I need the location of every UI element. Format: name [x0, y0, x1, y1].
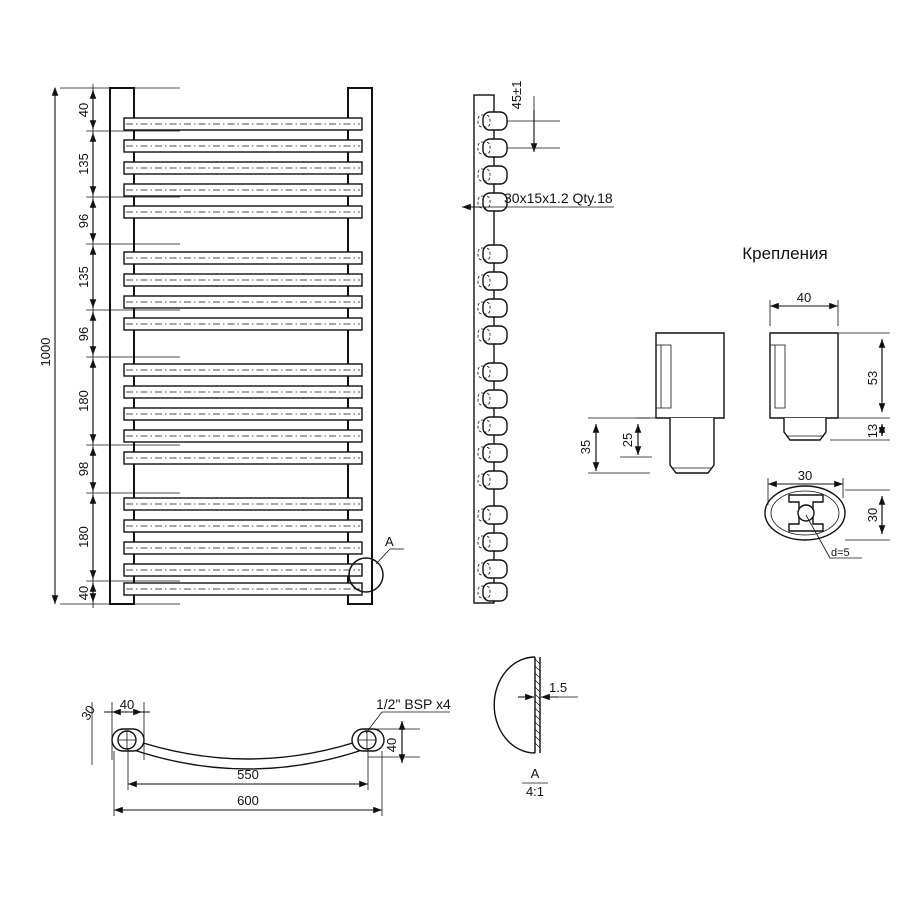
front-dimension-chain: 40 135 96 135 96 180 98 180 40 1000 — [38, 84, 180, 608]
plan-view-group: 30 40 40 1/2" BSP x4 550 600 — [78, 696, 451, 816]
rung — [123, 139, 363, 153]
rung — [123, 317, 363, 331]
dim-chain-8: 180 — [76, 526, 91, 548]
bracket-right-view: 40 53 13 — [769, 290, 890, 441]
side-rung-group-4 — [477, 505, 508, 602]
side-rung — [477, 443, 508, 463]
dim-bracket-width-40: 40 — [797, 290, 811, 305]
side-rung — [477, 505, 508, 525]
side-elevation-group: 45±1 30x15x1.2 Qty.18 — [462, 81, 614, 604]
rung — [123, 519, 363, 533]
side-rung — [477, 582, 508, 602]
side-rung — [477, 325, 508, 345]
detail-a-scale: 4:1 — [526, 784, 544, 799]
dim-chain-4: 135 — [76, 266, 91, 288]
dim-chain-9: 40 — [76, 586, 91, 600]
rung-group-1 — [123, 117, 363, 219]
side-rung — [477, 298, 508, 318]
dim-plan-30: 30 — [78, 703, 98, 723]
rung — [123, 183, 363, 197]
dim-plan-600: 600 — [237, 793, 259, 808]
side-rung — [477, 470, 508, 490]
dim-round-width-30: 30 — [798, 468, 812, 483]
rung-group-3 — [123, 363, 363, 465]
side-rung — [477, 192, 508, 212]
rung — [123, 363, 363, 377]
side-rung — [477, 271, 508, 291]
tube-spec-note: 30x15x1.2 Qty.18 — [504, 190, 613, 206]
side-rung — [477, 165, 508, 185]
bracket-left-view: 35 25 — [578, 332, 725, 474]
rung — [123, 205, 363, 219]
dim-chain-3: 96 — [76, 214, 91, 228]
mountings-title: Крепления — [742, 244, 827, 263]
rung — [123, 295, 363, 309]
rung — [123, 117, 363, 131]
detail-a-group: 1.5 A 4:1 — [493, 656, 578, 799]
side-rung — [477, 532, 508, 552]
dim-plan-550: 550 — [237, 767, 259, 782]
dim-chain-2: 135 — [76, 153, 91, 175]
dim-overall-height: 1000 — [38, 338, 53, 367]
side-rung — [477, 559, 508, 579]
rung — [123, 563, 363, 577]
rung — [123, 251, 363, 265]
dim-plan-40-right: 40 — [384, 738, 399, 752]
dim-bracket-collar-13: 13 — [865, 424, 880, 438]
plan-left-fitting — [111, 728, 145, 752]
rung-group-2 — [123, 251, 363, 331]
rung — [123, 273, 363, 287]
side-rung — [477, 244, 508, 264]
dim-chain-7: 98 — [76, 462, 91, 476]
detail-a-callout-label: A — [385, 534, 394, 549]
rung — [123, 429, 363, 443]
dim-bracket-left-25: 25 — [620, 433, 635, 447]
bracket-round-view: 30 30 d=5 — [764, 468, 890, 559]
rung — [123, 582, 363, 596]
dim-bracket-left-35: 35 — [578, 440, 593, 454]
dim-plan-40-left: 40 — [120, 697, 134, 712]
side-rung-group-3 — [477, 362, 508, 490]
hole-diameter-note: d=5 — [831, 547, 850, 559]
dim-detail-thickness: 1.5 — [549, 680, 567, 695]
dim-depth-45: 45±1 — [509, 81, 524, 110]
mountings-group: Крепления 35 25 — [578, 244, 890, 559]
rung — [123, 497, 363, 511]
side-rung — [477, 111, 508, 131]
side-rung — [477, 362, 508, 382]
rung — [123, 541, 363, 555]
side-rung — [477, 416, 508, 436]
dim-bracket-height-53: 53 — [865, 371, 880, 385]
dim-chain-1: 40 — [76, 103, 91, 117]
side-rung — [477, 389, 508, 409]
rung — [123, 407, 363, 421]
dim-chain-6: 180 — [76, 390, 91, 412]
rung-group-4 — [123, 497, 363, 596]
side-rung-group-2 — [477, 244, 508, 345]
thread-spec-note: 1/2" BSP x4 — [376, 696, 451, 712]
plan-right-fitting — [351, 728, 385, 752]
rung — [123, 451, 363, 465]
detail-a-label: A — [531, 766, 540, 781]
detail-a-marker: A — [348, 534, 404, 593]
rung — [123, 385, 363, 399]
rung — [123, 161, 363, 175]
dim-chain-5: 96 — [76, 327, 91, 341]
dim-round-height-30: 30 — [865, 508, 880, 522]
front-elevation-group: A — [109, 87, 404, 605]
